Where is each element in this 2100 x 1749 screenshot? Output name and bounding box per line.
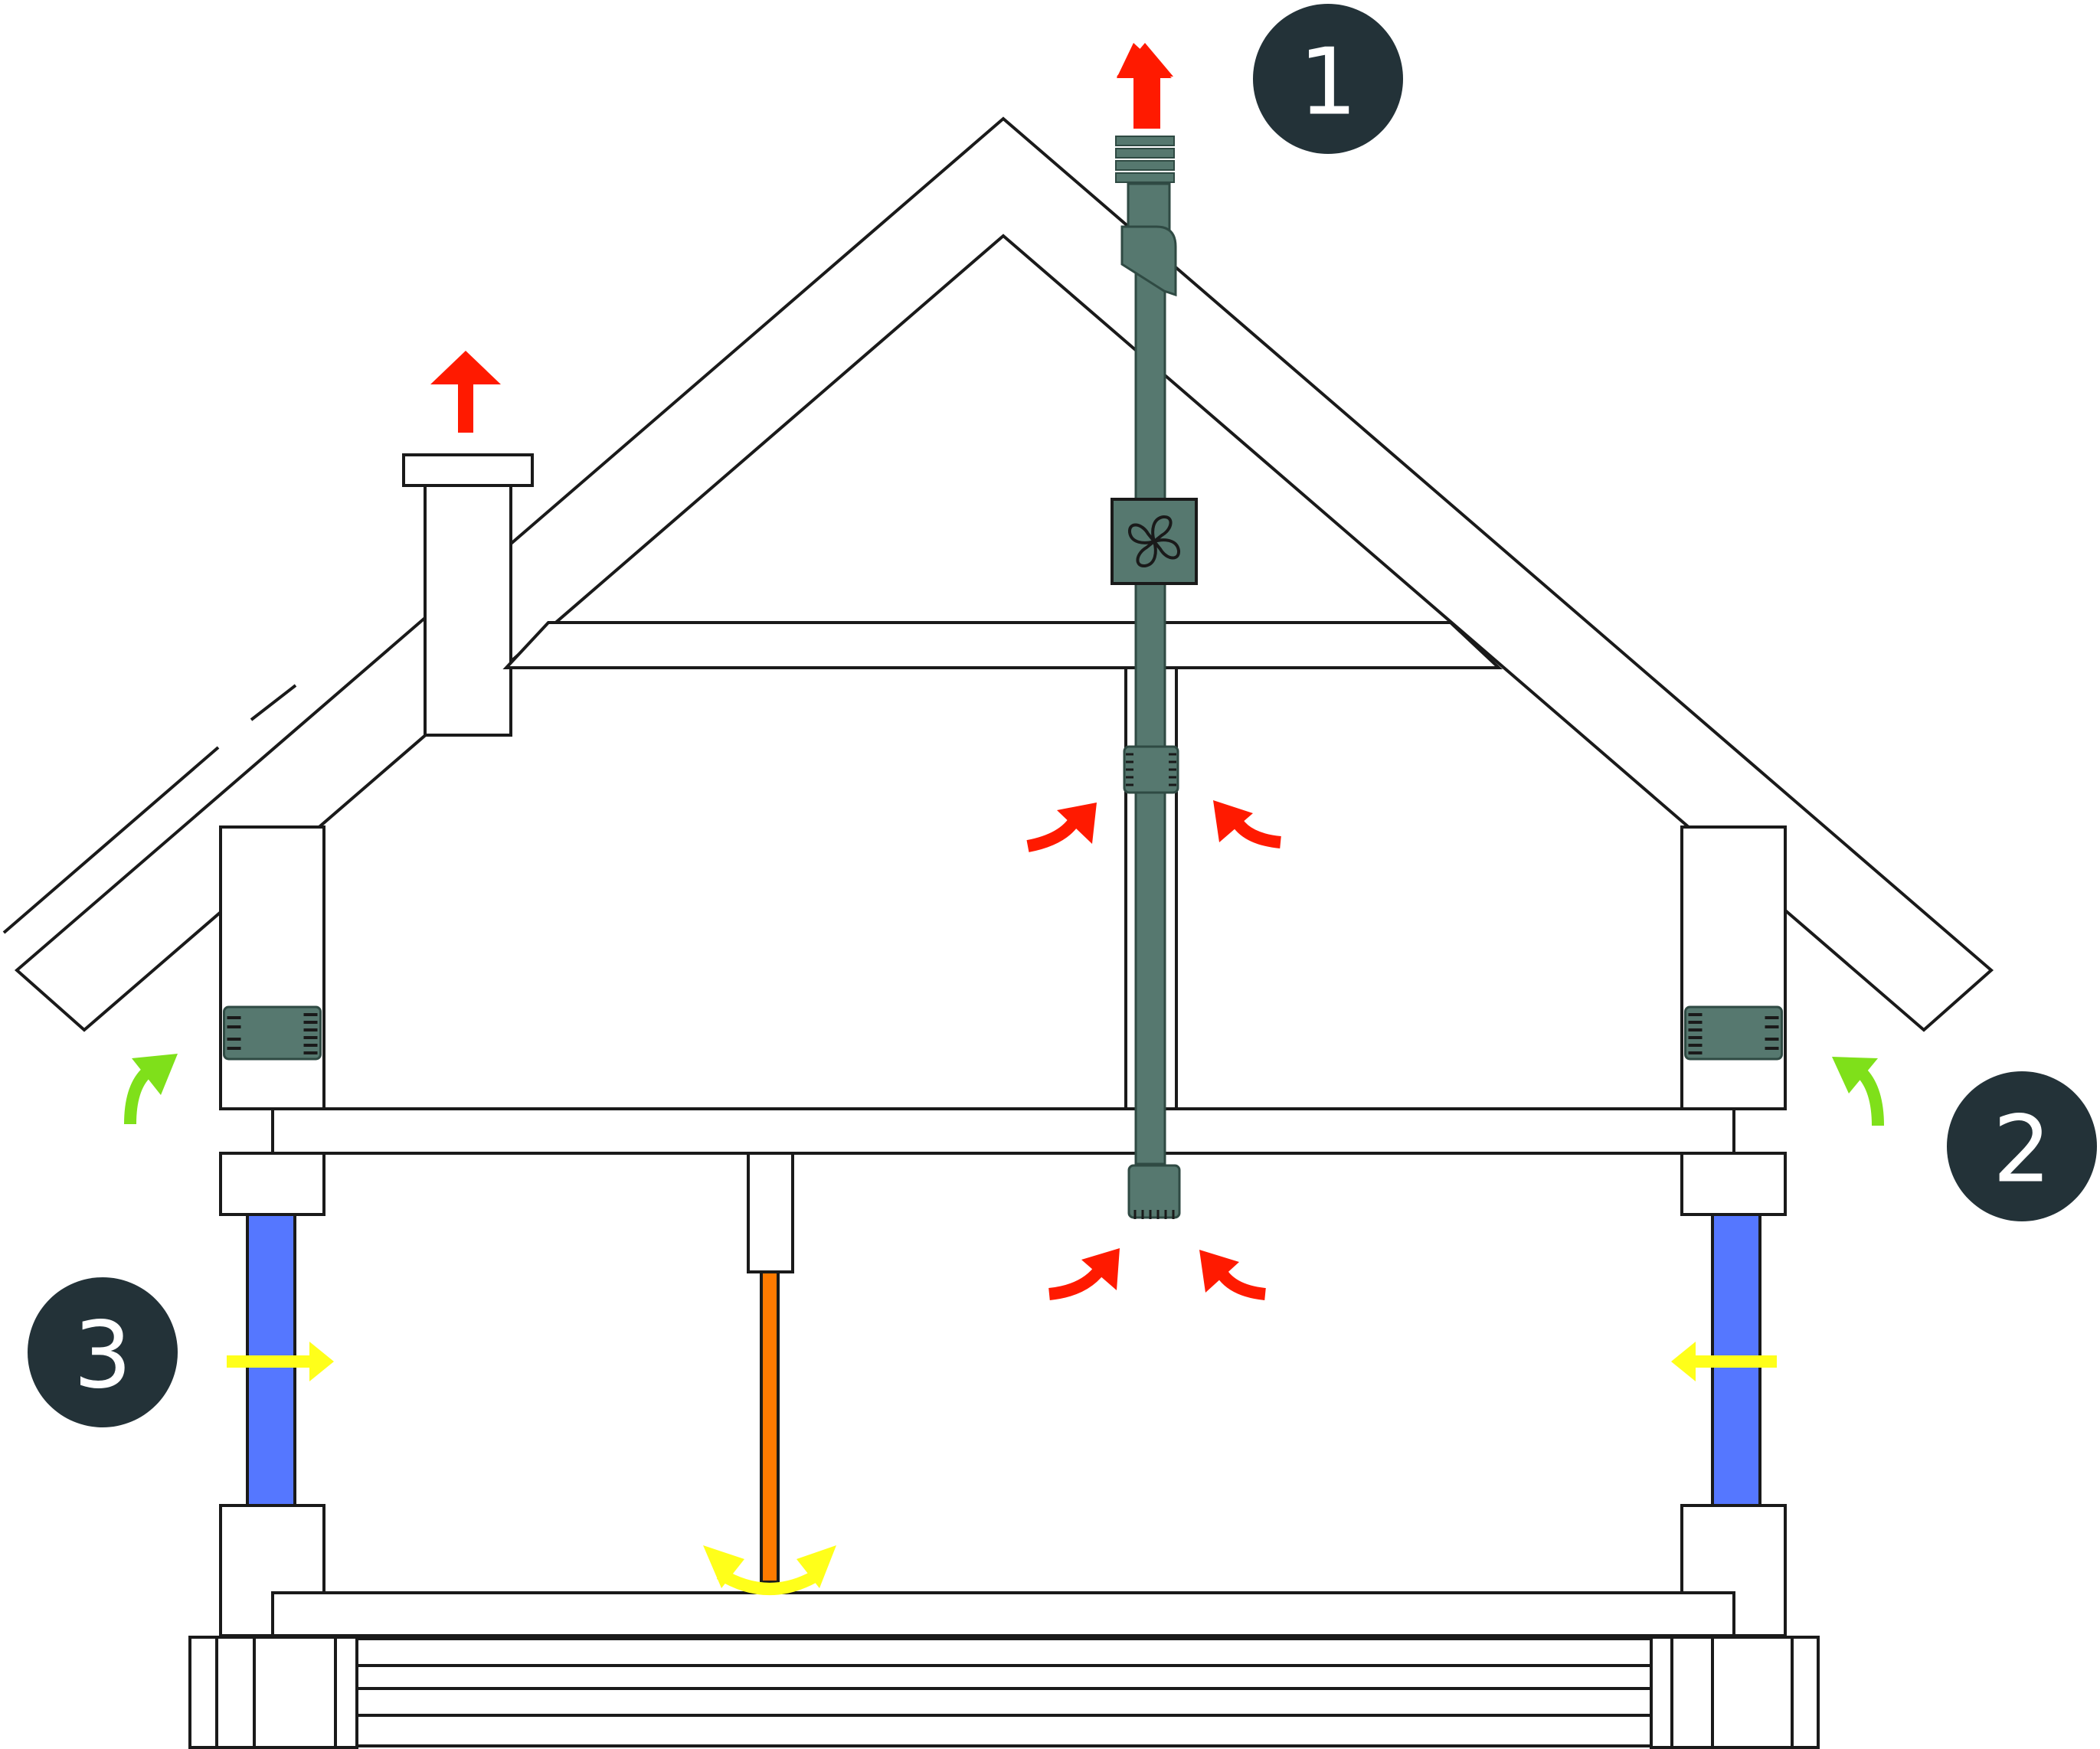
intake-arrow (124, 1067, 1884, 1126)
right-footing (1650, 1636, 1820, 1749)
roof-flashing (1120, 225, 1177, 297)
marker-3-label: 3 (74, 1303, 132, 1410)
duct-coupling (1123, 745, 1179, 794)
window-flow-arrow (227, 1342, 1777, 1381)
extract-flow-arrowhead (1057, 800, 1253, 1293)
marker-2: 2 (1947, 1071, 2097, 1221)
exhaust-duct (1111, 136, 1198, 1219)
foundation (188, 1636, 1820, 1749)
roof-edge-line (2, 746, 220, 934)
chimney-cap (402, 453, 534, 487)
chimney-stack (424, 481, 512, 737)
roof-cap-icon (1115, 136, 1175, 183)
vent-icon (224, 1007, 321, 1059)
exhaust-arrow (1117, 43, 1172, 129)
marker-2-label: 2 (1993, 1097, 2051, 1204)
attic-tie-beam (502, 621, 1503, 669)
vent-icon (1686, 1007, 1782, 1059)
left-lintel (219, 1152, 325, 1216)
roof (2, 116, 1994, 1032)
left-footing (188, 1636, 358, 1749)
roof-edge-line (250, 684, 297, 721)
exhaust-arrow (430, 351, 501, 433)
marker-1: 1 (1253, 4, 1403, 154)
duct-pipe (1134, 251, 1166, 1165)
right-upper-wall (1680, 825, 1787, 1110)
marker-3: 3 (28, 1277, 178, 1427)
right-lintel (1680, 1152, 1787, 1216)
fan-icon (1111, 498, 1198, 585)
left-upper-wall (219, 825, 325, 1110)
door (760, 1270, 780, 1584)
door-undercut-flow-arrow (703, 1545, 836, 1595)
intake-arrowhead (132, 1054, 1878, 1095)
crawl-space (355, 1637, 1654, 1747)
marker-1-label: 1 (1299, 30, 1357, 136)
chimney (402, 453, 534, 737)
extract-grille (1127, 1164, 1181, 1219)
ground-floor (271, 1591, 1735, 1637)
intermediate-floor (271, 1107, 1735, 1155)
door-frame (747, 1152, 794, 1273)
roof-rafter (14, 116, 1994, 1032)
